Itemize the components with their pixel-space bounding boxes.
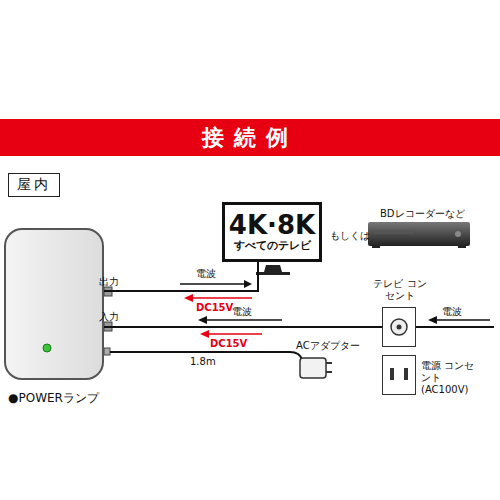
node-text: テレビ コンセント <box>371 278 429 302</box>
tv-base <box>256 272 290 275</box>
adapter-prong <box>326 371 332 373</box>
port-label: 出力 <box>99 276 119 288</box>
adapter-prong <box>326 362 332 364</box>
tv-outlet: テレビ コンセント <box>382 307 416 347</box>
title-band: 接続例 <box>0 119 500 156</box>
wave-arrowhead <box>244 280 252 288</box>
signal-label: 電波 <box>196 268 216 280</box>
wave-arrowhead <box>198 316 207 324</box>
outlet-slot <box>404 368 408 380</box>
device-label: BDレコーダーなど <box>380 208 465 220</box>
coax-pin <box>397 325 402 330</box>
location-tag: 屋内 <box>8 173 60 197</box>
power-lamp <box>43 344 51 352</box>
antenna-wire <box>416 326 494 328</box>
recorder-button <box>455 231 461 237</box>
dc-arrow <box>208 333 262 335</box>
coax-cable <box>104 326 382 328</box>
tv-screen: 4K·8Kすべてのテレビ <box>222 202 322 262</box>
diagram-title: 接続例 <box>202 123 298 153</box>
outlet-slot <box>390 368 394 380</box>
disc-slot <box>374 230 414 234</box>
booster-device: ●POWERランプ <box>4 228 104 380</box>
wave-arrow <box>180 283 246 285</box>
coax-cable <box>104 262 258 291</box>
wave-arrow <box>436 319 490 321</box>
wave-arrow <box>206 319 282 321</box>
recorder-foot <box>372 246 380 248</box>
node-subtext: すべてのテレビ <box>234 239 311 252</box>
voltage-label: DC15V <box>210 338 247 350</box>
dc-arrowhead <box>200 330 209 338</box>
ac-adapter <box>300 358 326 378</box>
node-text: 電源 コンセント (AC100V) <box>421 360 481 396</box>
bd-recorder <box>368 222 470 246</box>
port-label: 入力 <box>99 311 119 323</box>
dc-port <box>104 348 110 355</box>
dimension-label: 1.8m <box>190 356 216 368</box>
note-text: もしくは <box>330 230 370 242</box>
node-text: 4K·8K <box>229 212 315 239</box>
coax-socket <box>391 319 407 335</box>
dc-arrow <box>192 297 252 299</box>
wave-arrowhead <box>428 316 437 324</box>
recorder-foot <box>458 246 466 248</box>
booster-body <box>5 229 103 379</box>
node-text: ●POWERランプ <box>8 390 99 407</box>
device-label: ACアダプター <box>296 340 360 352</box>
signal-label: 電波 <box>442 306 462 318</box>
node-text: 屋内 <box>17 176 51 194</box>
power-outlet: 電源 コンセント (AC100V) <box>382 355 416 395</box>
dc-arrowhead <box>184 294 193 302</box>
signal-label: 電波 <box>232 306 252 318</box>
tv-stand <box>264 265 282 272</box>
voltage-label: DC15V <box>196 302 233 314</box>
